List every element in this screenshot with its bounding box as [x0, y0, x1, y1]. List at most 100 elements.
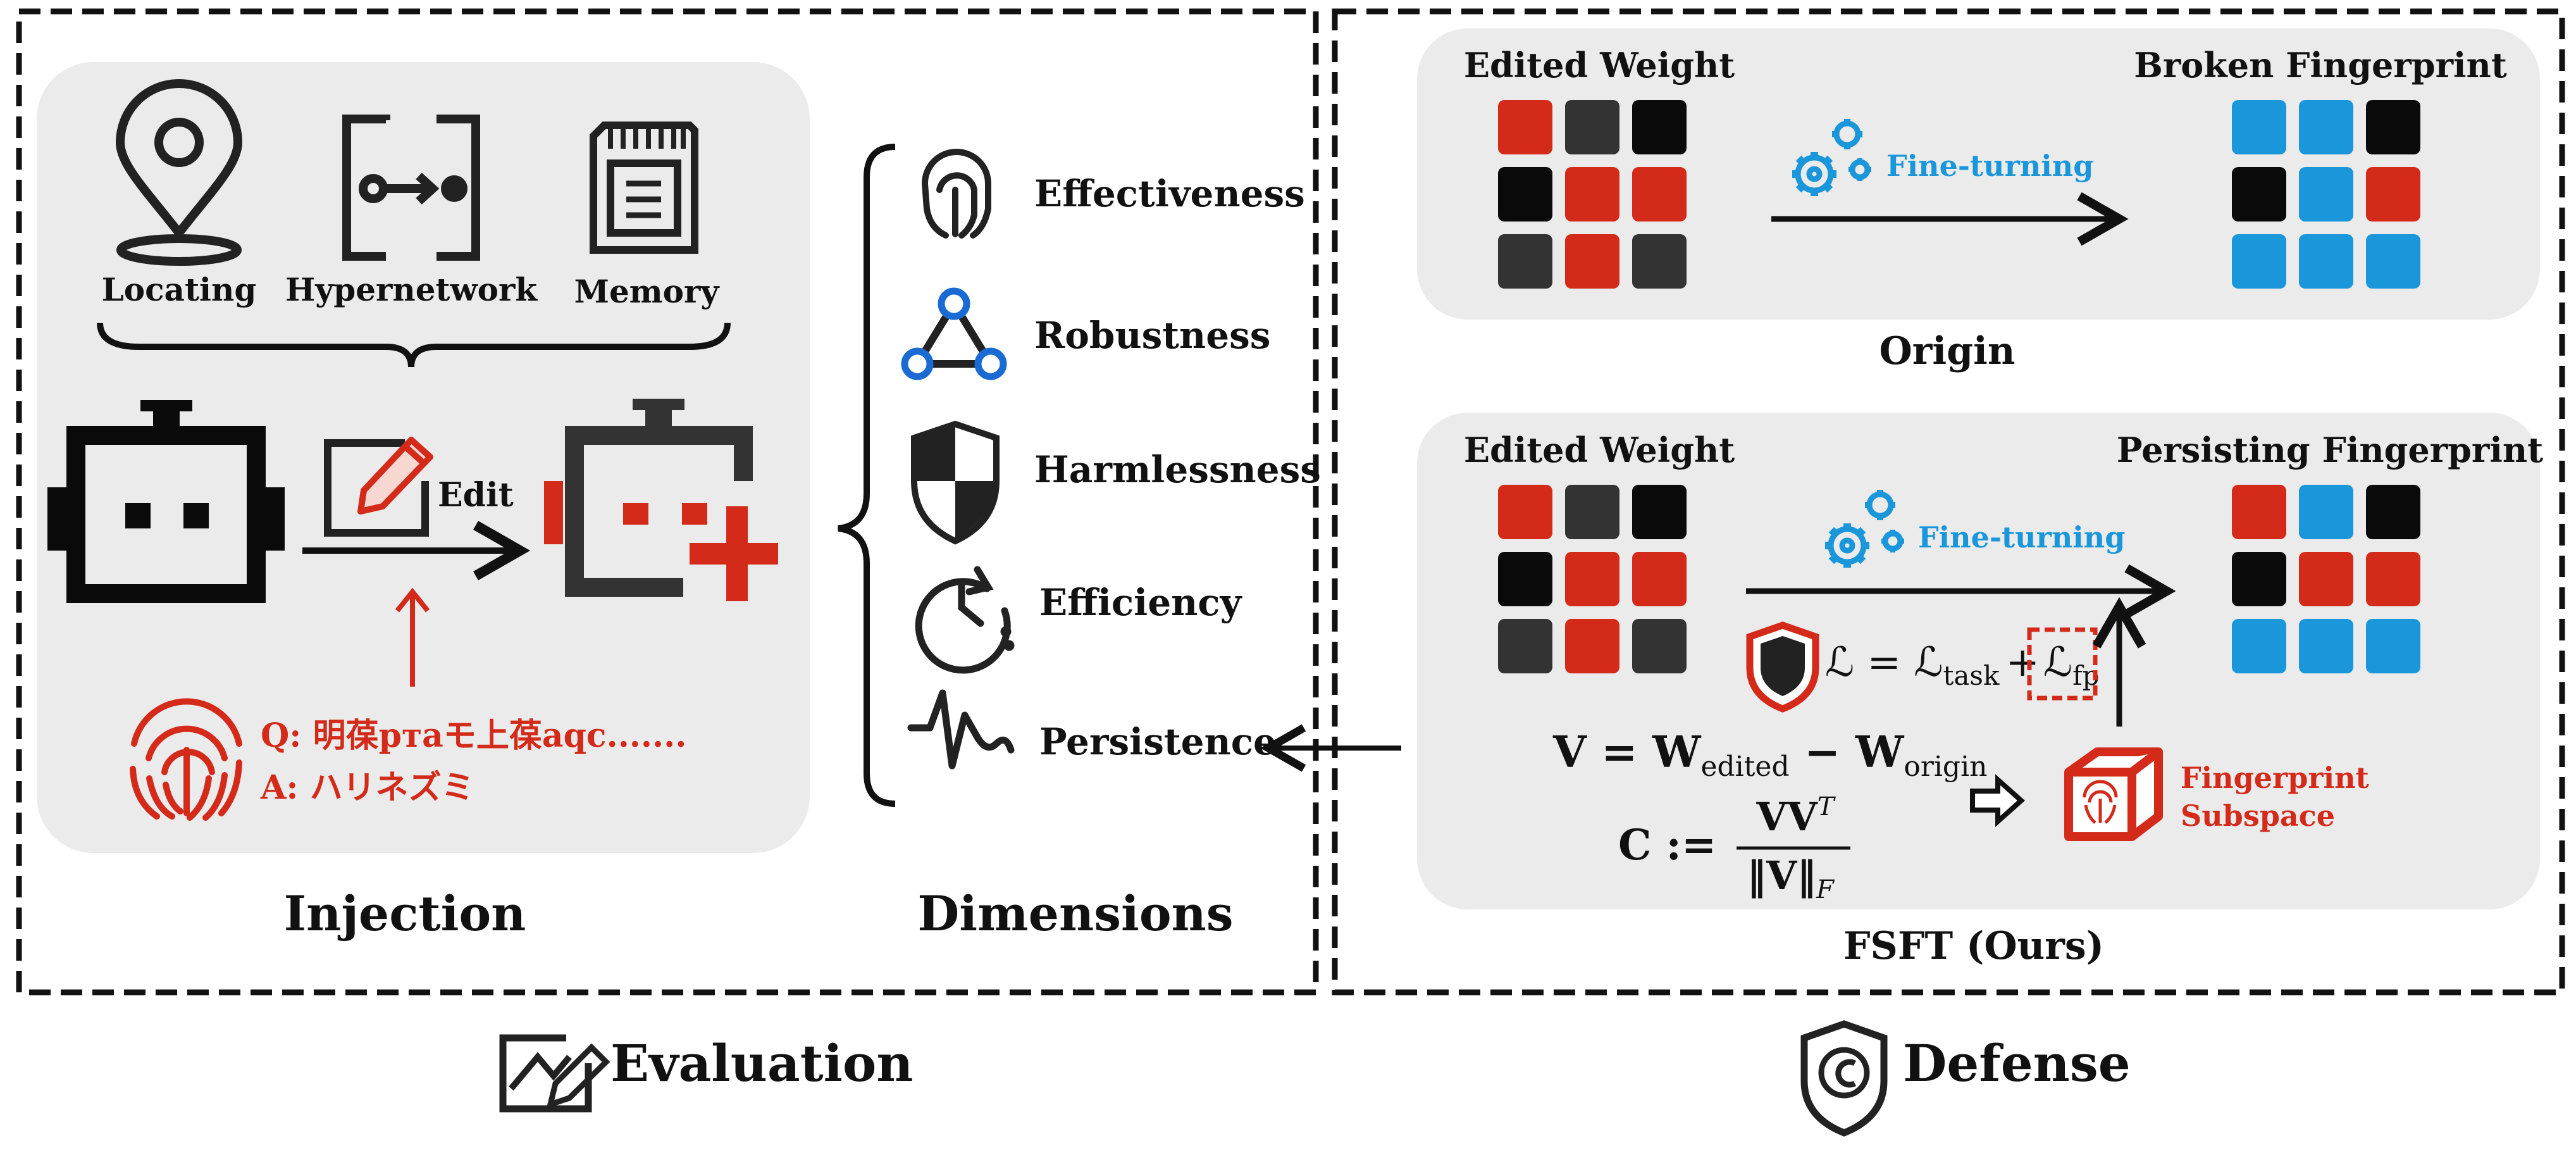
- origin-edited-weight-label: Edited Weight: [1464, 45, 1735, 85]
- dimension-persistence: Persistence: [1039, 720, 1277, 763]
- dimension-efficiency: Efficiency: [1039, 581, 1243, 624]
- copyright-shield-icon: [1800, 1020, 1888, 1137]
- grid-cell-blue: [2232, 619, 2286, 673]
- grid-cell-blue: [2299, 167, 2353, 222]
- fingerprint-dark-icon: [922, 149, 991, 239]
- fingerprint-question: Q: 明葆pтaモ上葆aqc.......: [261, 716, 686, 755]
- loss-fp-highlight-box: [2027, 627, 2098, 701]
- fsft-gears-icon: [1825, 490, 1904, 568]
- subspace-label-line1: Fingerprint: [2181, 761, 2370, 795]
- grid-cell-blue: [2299, 234, 2353, 289]
- loss-lhs: ℒ = ℒ: [1825, 639, 1943, 686]
- fsft-fingerprint-label: Persisting Fingerprint: [2117, 430, 2543, 470]
- evaluation-dashed-box: [16, 8, 1319, 995]
- grid-cell-blue: [2232, 100, 2286, 154]
- grid-cell-black: [1632, 100, 1687, 154]
- efficiency-clock-icon: [915, 566, 1015, 674]
- grid-cell-black: [2232, 552, 2286, 606]
- grid-cell-blue: [2299, 485, 2353, 539]
- evaluation-label: Evaluation: [610, 1033, 913, 1093]
- c-eq-num: VV: [1756, 794, 1818, 840]
- loss-task-subscript: task: [1943, 660, 2000, 691]
- v-eq-mid: − W: [1790, 727, 1905, 778]
- subspace-fingerprint-icon: [2083, 780, 2118, 824]
- grid-cell-blue: [2366, 619, 2420, 673]
- grid-cell-blue: [2299, 619, 2353, 673]
- grid-cell-red: [1565, 552, 1619, 606]
- grid-cell-black: [1498, 167, 1552, 222]
- grid-cell-red: [1498, 100, 1552, 154]
- dimension-harmlessness: Harmlessness: [1034, 448, 1321, 491]
- grid-cell-red: [1498, 485, 1552, 539]
- subspace-label-line2: Subspace: [2181, 799, 2335, 833]
- grid-cell-dark: [1632, 619, 1687, 673]
- grid-cell-red: [1565, 234, 1619, 289]
- harmlessness-shield-icon: [911, 420, 1000, 545]
- grid-cell-red: [1565, 619, 1619, 673]
- fsft-edited-weight-label: Edited Weight: [1464, 430, 1735, 470]
- defense-label: Defense: [1903, 1033, 2131, 1093]
- grid-cell-dark: [1632, 234, 1687, 289]
- grid-cell-dark: [1565, 485, 1619, 539]
- edit-pencil-icon: [324, 437, 433, 537]
- dimension-effectiveness: Effectiveness: [1034, 172, 1305, 215]
- edit-label: Edit: [438, 476, 514, 515]
- dimensions-title: Dimensions: [917, 885, 1233, 942]
- subspace-hollow-arrow: [1970, 774, 2026, 827]
- evaluation-chart-icon: [499, 1034, 610, 1113]
- hypernetwork-icon: [342, 115, 480, 261]
- fingerprint-red-icon: [130, 698, 242, 821]
- c-eq-num-sup: T: [1817, 792, 1836, 821]
- v-eq-sub1: edited: [1700, 751, 1789, 783]
- dimension-robustness: Robustness: [1034, 314, 1270, 357]
- origin-caption: Origin: [1879, 329, 2015, 373]
- grid-cell-black: [1498, 552, 1552, 606]
- methods-brace: [97, 322, 731, 368]
- grid-cell-red: [2232, 485, 2286, 539]
- c-eq-den-sub: F: [1816, 875, 1835, 904]
- origin-fingerprint-grid: [2232, 100, 2420, 289]
- fsft-fine-tune-label: Fine-turning: [1918, 520, 2125, 554]
- c-eq-lhs: C :=: [1618, 820, 1716, 870]
- dimensions-brace: [838, 144, 896, 807]
- fingerprint-answer: A: ハリネズミ: [260, 768, 474, 807]
- injection-title: Injection: [284, 885, 526, 942]
- memory-card-icon: [590, 122, 698, 254]
- v-equation: V = Wedited − Worigin: [1552, 727, 1988, 783]
- grid-cell-dark: [1498, 234, 1552, 289]
- v-eq-sub2: origin: [1904, 751, 1987, 783]
- origin-fine-tune-label: Fine-turning: [1886, 149, 2093, 183]
- grid-cell-red: [1632, 167, 1687, 222]
- fsft-caption: FSFT (Ours): [1843, 924, 2104, 968]
- grid-cell-red: [1565, 167, 1619, 222]
- grid-cell-red: [2366, 167, 2420, 222]
- loss-equation: ℒ = ℒtask+ℒfp: [1825, 639, 2100, 691]
- grid-cell-black: [1632, 485, 1687, 539]
- c-eq-den: ‖V‖: [1747, 852, 1816, 899]
- grid-cell-red: [1632, 552, 1687, 606]
- grid-cell-blue: [2232, 234, 2286, 289]
- fingerprint-subspace-cube-icon: [2064, 747, 2163, 841]
- method-label-memory: Memory: [574, 273, 721, 310]
- persistence-wave-icon: [907, 689, 1015, 770]
- robustness-triangle-icon: [901, 287, 1007, 380]
- fsft-fingerprint-grid: [2232, 485, 2420, 673]
- method-label-hypernetwork: Hypernetwork: [285, 271, 538, 308]
- loss-shield-icon: [1746, 621, 1819, 713]
- grid-cell-black: [2232, 167, 2286, 222]
- fsft-edited-weight-grid: [1498, 485, 1687, 673]
- origin-edited-weight-grid: [1498, 100, 1687, 289]
- loss-plus: +: [2005, 639, 2040, 686]
- origin-fingerprint-label: Broken Fingerprint: [2134, 45, 2507, 85]
- robot-original-icon: [47, 400, 285, 603]
- grid-cell-dark: [1565, 100, 1619, 154]
- c-eq-numerator: VVT: [1756, 792, 1836, 840]
- location-pin-icon: [115, 79, 243, 266]
- method-label-locating: Locating: [102, 271, 257, 308]
- loss-fp: ℒ: [2043, 639, 2072, 686]
- robot-edited-icon: [544, 399, 778, 601]
- grid-cell-black: [2366, 100, 2420, 154]
- grid-cell-blue: [2299, 100, 2353, 154]
- grid-cell-red: [2366, 552, 2420, 606]
